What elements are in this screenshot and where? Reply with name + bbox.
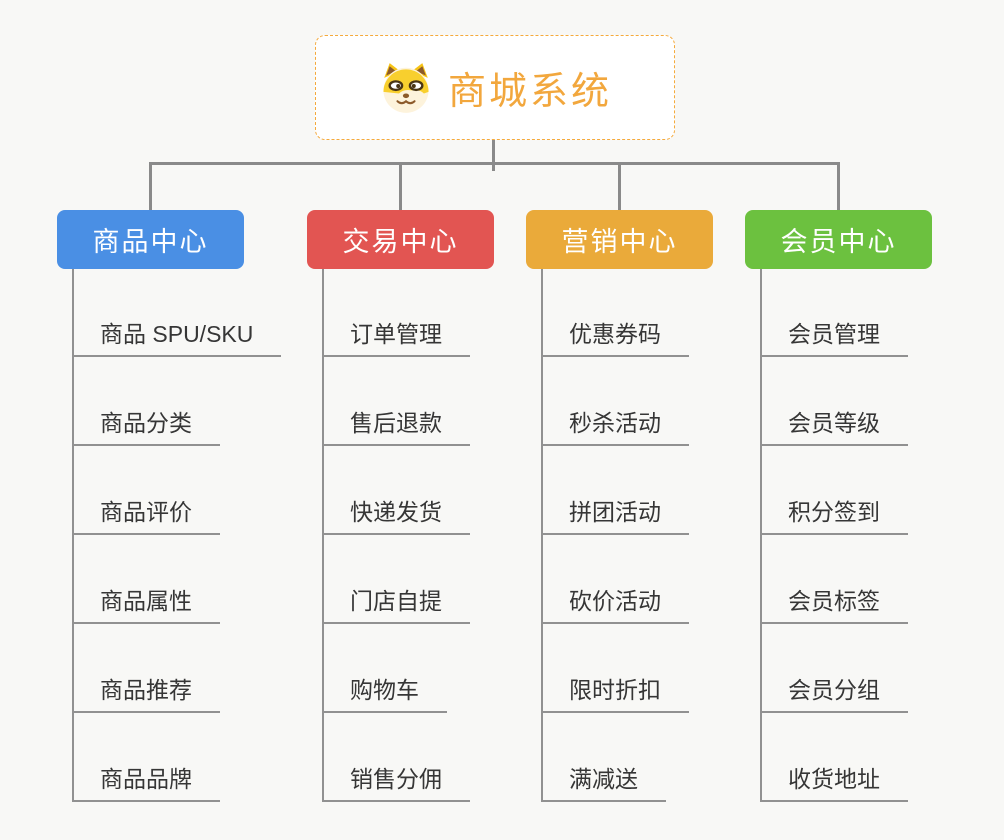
root-connector-stem	[492, 140, 495, 171]
shiba-dog-icon	[378, 62, 434, 114]
branch-node-member-center[interactable]: 会员中心	[745, 210, 932, 269]
leaf-time-limited-discount[interactable]: 限时折扣	[542, 675, 689, 713]
leaf-member-management[interactable]: 会员管理	[761, 319, 908, 357]
leaf-connector-line-product	[72, 269, 74, 802]
leaf-product-category[interactable]: 商品分类	[73, 408, 220, 446]
leaf-product-spu-sku[interactable]: 商品 SPU/SKU	[73, 319, 282, 357]
leaf-product-attribute[interactable]: 商品属性	[73, 586, 220, 624]
leaf-connector-line-member	[760, 269, 762, 802]
leaf-shipping-address[interactable]: 收货地址	[761, 764, 908, 802]
leaf-coupon-code[interactable]: 优惠券码	[542, 319, 689, 357]
leaf-group-buy[interactable]: 拼团活动	[542, 497, 689, 535]
leaf-connector-line-marketing	[541, 269, 543, 802]
leaf-bargain-activity[interactable]: 砍价活动	[542, 586, 689, 624]
leaf-product-recommend[interactable]: 商品推荐	[73, 675, 220, 713]
leaf-after-sale-refund[interactable]: 售后退款	[323, 408, 470, 446]
leaf-points-checkin[interactable]: 积分签到	[761, 497, 908, 535]
leaf-sales-commission[interactable]: 销售分佣	[323, 764, 470, 802]
leaf-store-pickup[interactable]: 门店自提	[323, 586, 470, 624]
branch-connector-drop-4	[837, 163, 840, 210]
leaf-product-brand[interactable]: 商品品牌	[73, 764, 220, 802]
leaf-member-tag[interactable]: 会员标签	[761, 586, 908, 624]
leaf-full-reduction[interactable]: 满减送	[542, 764, 666, 802]
leaf-product-review[interactable]: 商品评价	[73, 497, 220, 535]
branch-connector-horizontal	[149, 162, 840, 165]
leaf-connector-line-trade	[322, 269, 324, 802]
leaf-member-level[interactable]: 会员等级	[761, 408, 908, 446]
leaf-shopping-cart[interactable]: 购物车	[323, 675, 447, 713]
branch-connector-drop-1	[149, 163, 152, 210]
branch-node-marketing-center[interactable]: 营销中心	[526, 210, 713, 269]
branch-node-product-center[interactable]: 商品中心	[57, 210, 244, 269]
branch-connector-drop-2	[399, 163, 402, 210]
root-node[interactable]: 商城系统	[315, 35, 675, 140]
branch-connector-drop-3	[618, 163, 621, 210]
branch-node-trade-center[interactable]: 交易中心	[307, 210, 494, 269]
leaf-order-management[interactable]: 订单管理	[323, 319, 470, 357]
leaf-member-group[interactable]: 会员分组	[761, 675, 908, 713]
leaf-flash-sale[interactable]: 秒杀活动	[542, 408, 689, 446]
root-title: 商城系统	[447, 71, 612, 113]
leaf-express-delivery[interactable]: 快递发货	[323, 497, 470, 535]
